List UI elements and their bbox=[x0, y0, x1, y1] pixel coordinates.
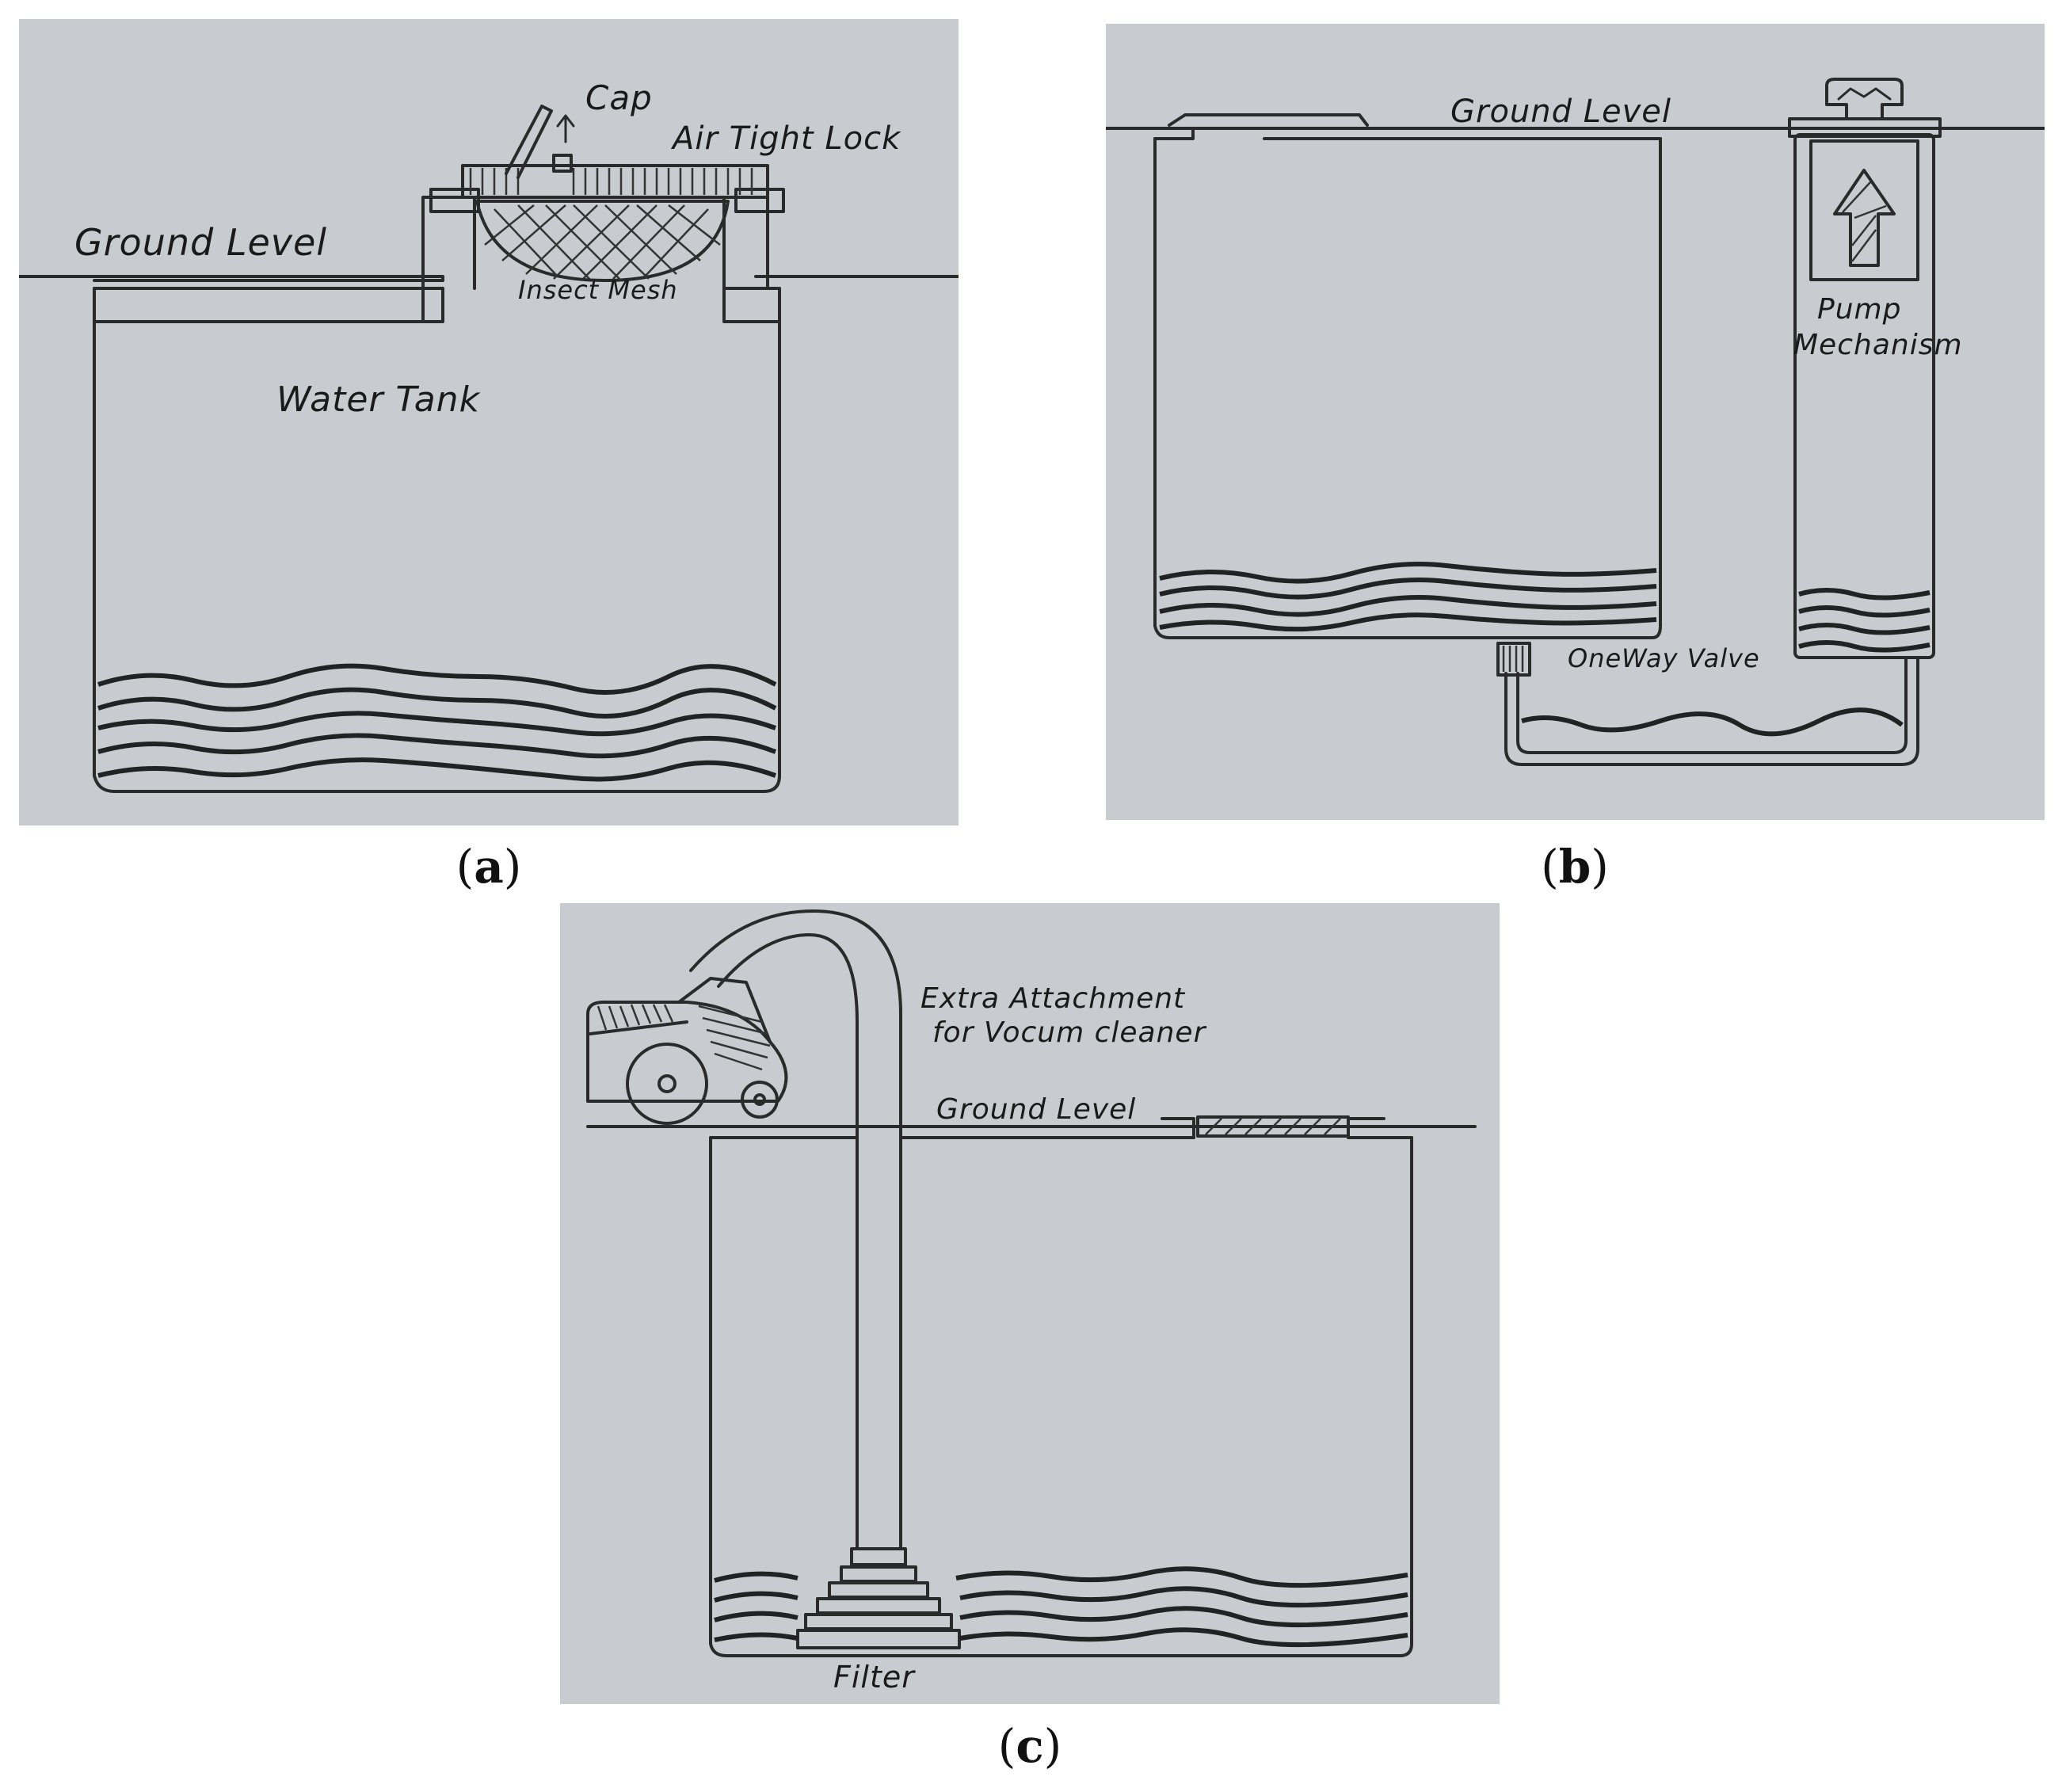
label-pump: Pump bbox=[1817, 293, 1902, 326]
tank-lid[interactable] bbox=[1196, 1115, 1350, 1138]
tank-body bbox=[93, 287, 781, 793]
filter-icon bbox=[796, 1547, 961, 1649]
label-extra-attachment: Extra Attachment bbox=[920, 982, 1186, 1015]
lid-hatching bbox=[469, 168, 753, 195]
tank-top bbox=[1153, 129, 1662, 140]
pipe-outer bbox=[1504, 656, 1919, 766]
tank-top-left bbox=[93, 287, 444, 323]
water-waves bbox=[97, 663, 777, 782]
label-for-vacuum-cleaner: for Vocum cleaner bbox=[932, 1016, 1206, 1049]
insect-mesh-pattern bbox=[484, 204, 721, 281]
neck-left bbox=[421, 196, 476, 322]
label-water-tank: Water Tank bbox=[276, 379, 481, 420]
pump-top-plate bbox=[1788, 117, 1942, 138]
lid-rim bbox=[1161, 1117, 1385, 1139]
cap-lever[interactable] bbox=[505, 105, 553, 179]
air-tight-lock-lid[interactable] bbox=[461, 164, 769, 199]
lid-hatching bbox=[1205, 1118, 1341, 1135]
valve-hatching bbox=[1502, 646, 1524, 672]
neck-collar-right bbox=[734, 188, 785, 213]
caption-c: (c) bbox=[997, 1719, 1062, 1773]
ground-line-left bbox=[19, 275, 444, 282]
neck-right bbox=[722, 196, 769, 322]
pump-piston-chamber bbox=[1809, 139, 1919, 281]
pump-handle-grip bbox=[1837, 87, 1892, 101]
suction-pipe-outer bbox=[717, 933, 859, 1550]
tank-top-right bbox=[722, 287, 781, 323]
label-air-tight-lock: Air Tight Lock bbox=[673, 120, 901, 157]
panel-a-drawing bbox=[19, 105, 959, 793]
label-insect-mesh: Insect Mesh bbox=[518, 275, 678, 305]
panel-a-water-tank-sketch: Cap Air Tight Lock Ground Level Insect M… bbox=[19, 19, 959, 825]
insect-mesh-bowl bbox=[475, 200, 730, 282]
pipe-water bbox=[1521, 707, 1904, 737]
tank-body bbox=[709, 1136, 1413, 1657]
pump-arrow-hatching bbox=[1842, 181, 1887, 262]
tank-water-waves bbox=[1159, 562, 1657, 632]
panel-b-drawing bbox=[1106, 78, 2045, 766]
label-ground-level: Ground Level bbox=[74, 221, 328, 264]
panel-c-drawing bbox=[586, 909, 1477, 1657]
label-filter: Filter bbox=[833, 1660, 915, 1695]
caption-b: (b) bbox=[1541, 840, 1609, 894]
panel-b-pump-mechanism-sketch: Ground Level Pump Mechanism OneWay Valve bbox=[1106, 24, 2045, 820]
label-one-way-valve: OneWay Valve bbox=[1568, 643, 1760, 673]
tank-lid[interactable] bbox=[1168, 113, 1369, 127]
panel-c-vacuum-attachment-sketch: Extra Attachment for Vocum cleaner Groun… bbox=[560, 903, 1500, 1704]
label-mechanism: Mechanism bbox=[1793, 329, 1963, 361]
cap-arrow-icon bbox=[556, 114, 575, 143]
tank-body bbox=[1153, 137, 1662, 639]
label-ground-level: Ground Level bbox=[1450, 93, 1672, 130]
pump-water-waves bbox=[1798, 588, 1931, 653]
caption-a: (a) bbox=[455, 840, 522, 894]
label-cap: Cap bbox=[585, 78, 653, 117]
vacuum-cleaner-icon bbox=[586, 977, 788, 1125]
cap-knob[interactable] bbox=[552, 154, 573, 173]
pipe-inner bbox=[1516, 656, 1908, 754]
pump-up-arrow-icon bbox=[1833, 169, 1896, 267]
label-ground-level: Ground Level bbox=[936, 1093, 1137, 1126]
pump-handle[interactable] bbox=[1825, 78, 1904, 119]
suction-pipe-inner bbox=[689, 909, 902, 1550]
water-waves bbox=[714, 1566, 1408, 1648]
one-way-valve[interactable] bbox=[1496, 642, 1531, 677]
